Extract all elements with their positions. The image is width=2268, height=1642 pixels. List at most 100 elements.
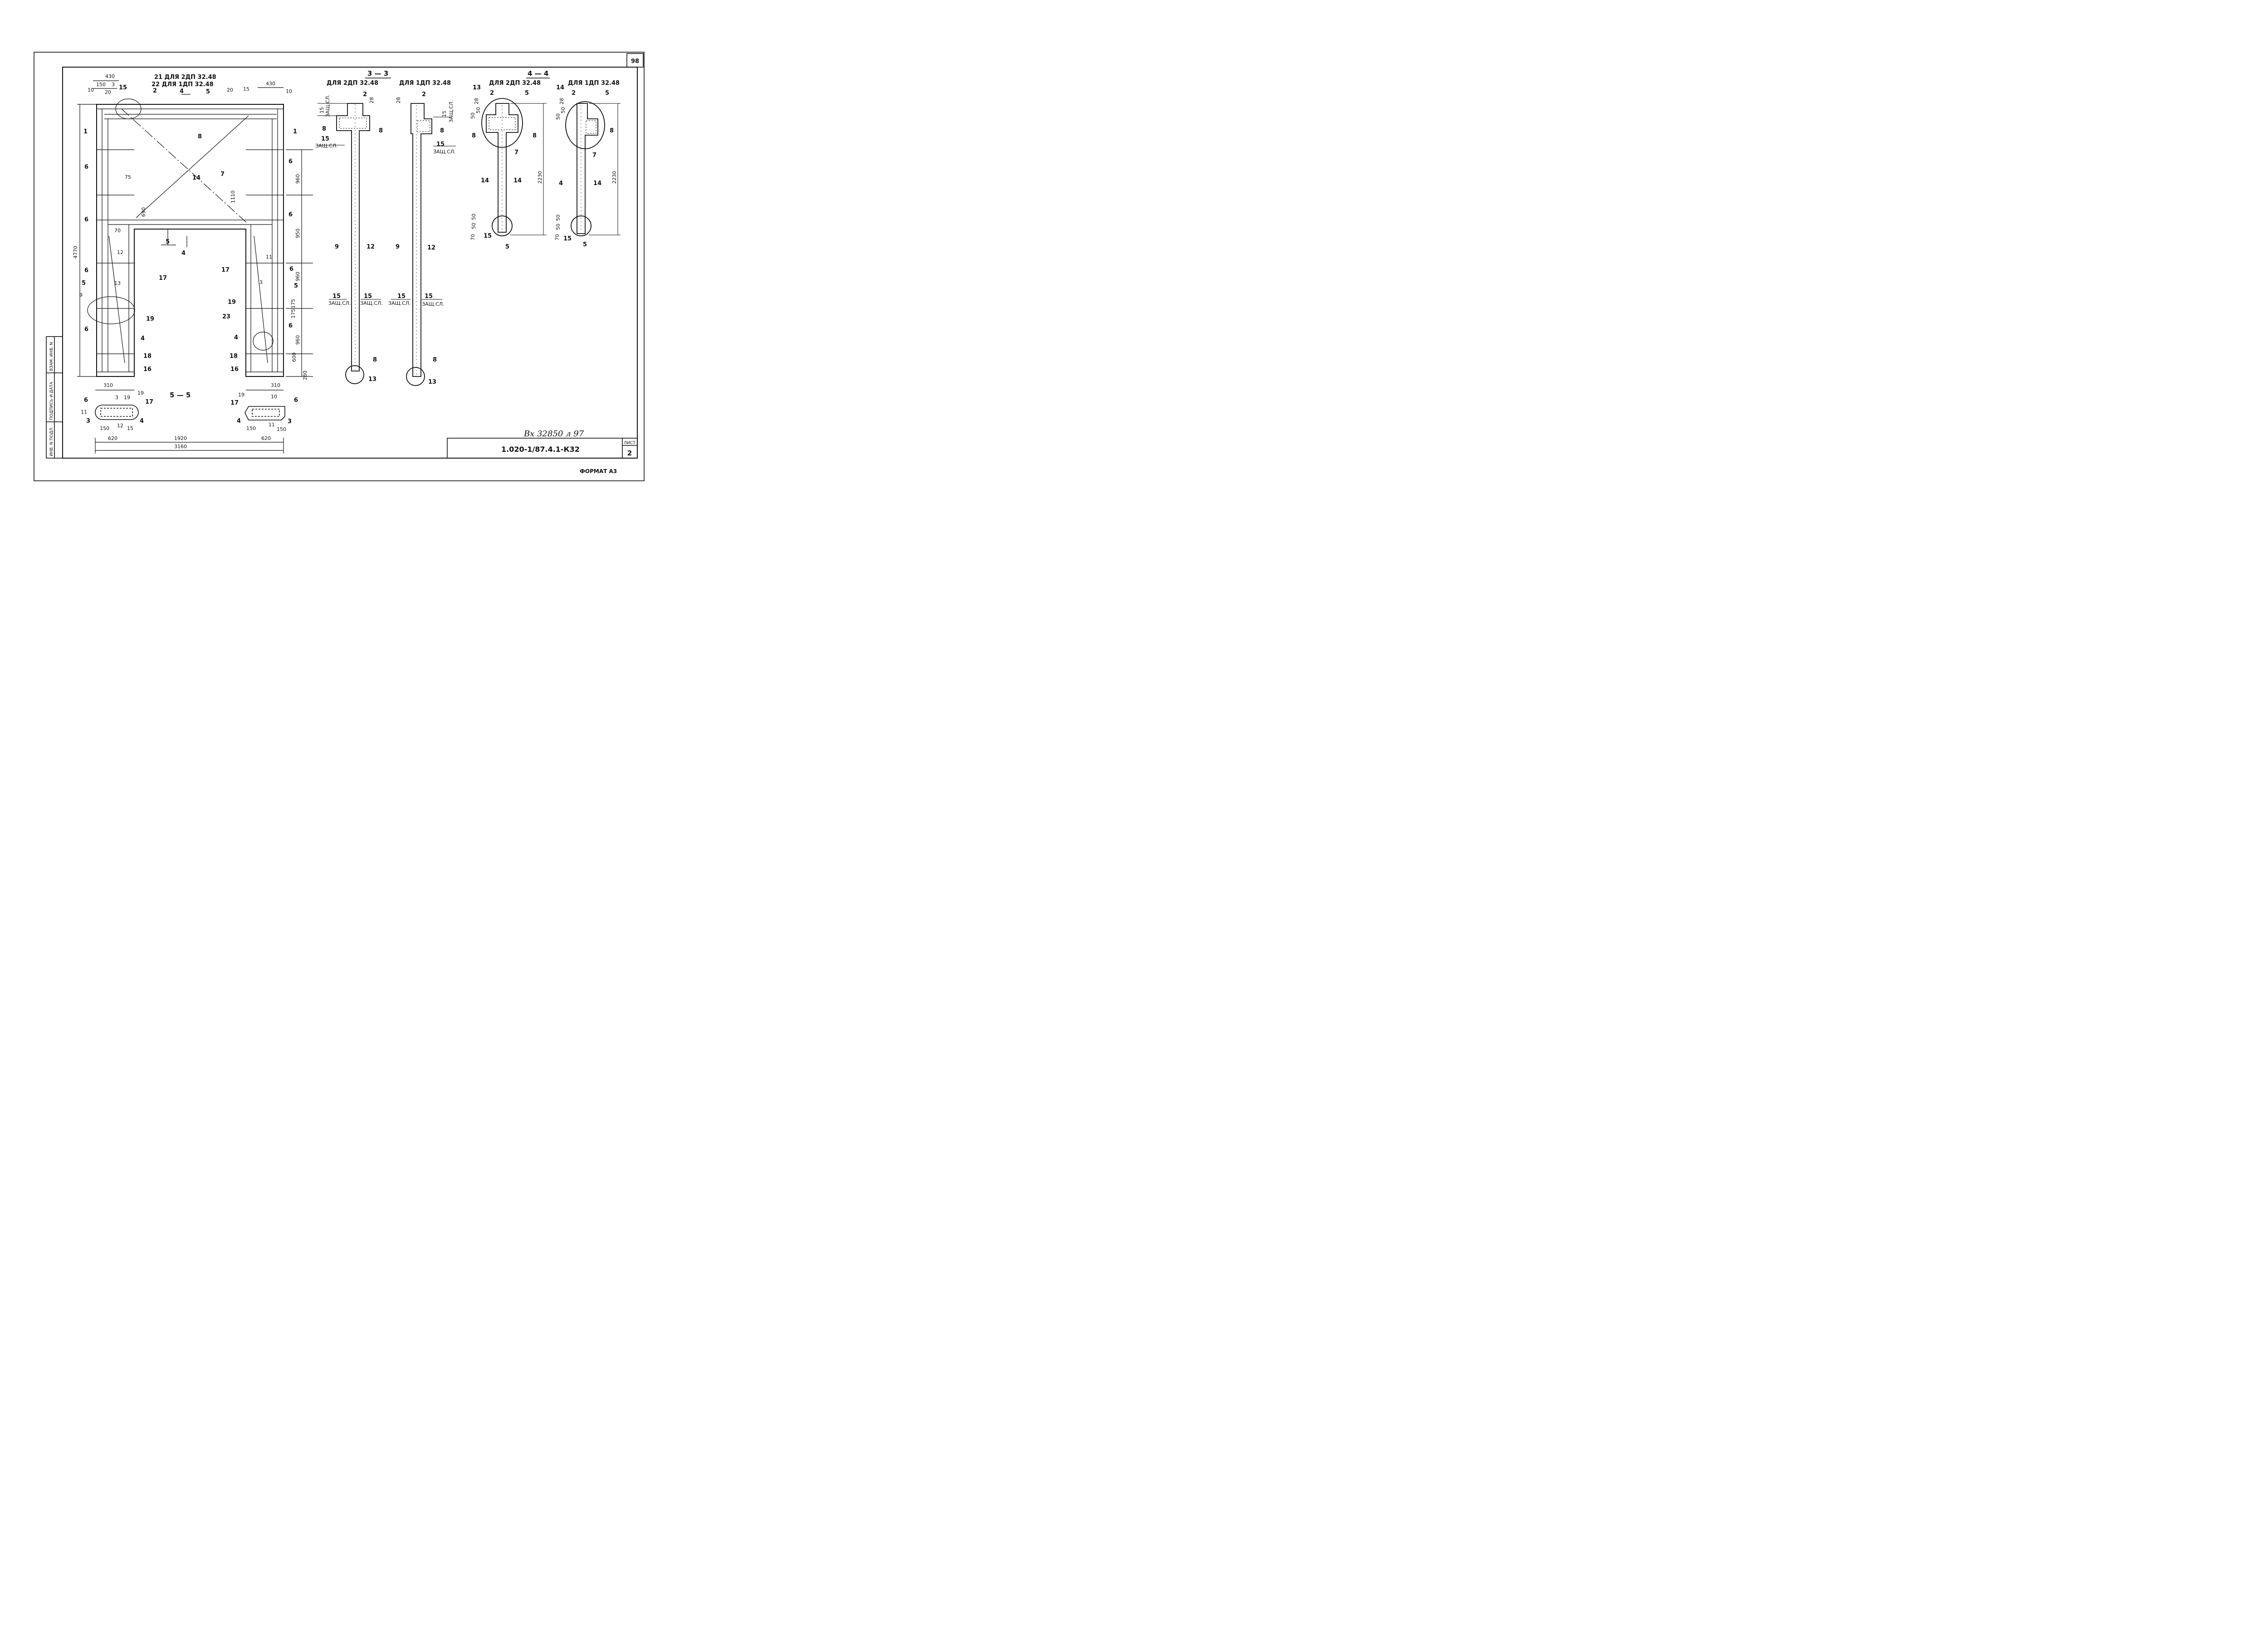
- s44b-dim-50-bottom-a: 50: [555, 215, 561, 221]
- mark-5-top: 5: [206, 88, 210, 95]
- mark-17-left: 17: [159, 275, 167, 282]
- designer-signature: Вх 32850 л 97: [523, 429, 584, 439]
- dim-150-left: 150: [96, 82, 106, 88]
- s33b-zash-right: ЗАЩ.СЛ.: [422, 301, 445, 307]
- drawing-sheet: 9 8 ФОРМАТ А3 Вх 32850 л 97 1.020-1/87.4.…: [34, 52, 645, 481]
- s44a-mark-2: 2: [490, 90, 494, 97]
- mark-5-left: 5: [82, 280, 86, 287]
- document-code: 1.020-1/87.4.1-К32: [501, 445, 580, 454]
- s44b-dim-15: 15: [563, 235, 572, 242]
- s44a-mark-14-left: 14: [481, 177, 489, 184]
- s44b-dim-2230: 2230: [611, 171, 617, 184]
- dim-690: 690: [141, 207, 147, 217]
- dim-960-b: 960: [295, 272, 301, 281]
- section-3-3: 3 — 3 ДЛЯ 2ДП 32.48 ДЛЯ 1ДП 32.48: [315, 69, 456, 386]
- s44b-dim-50b: 50: [560, 107, 566, 113]
- section-3-3-sub-a: ДЛЯ 2ДП 32.48: [327, 80, 378, 87]
- dim-3-left: 3: [112, 82, 115, 88]
- mark-16-left: 16: [143, 366, 152, 373]
- s33b-dim-15-left: 15: [397, 293, 406, 300]
- stamp-field-1: ИНВ. N ПОДЛ.: [49, 426, 54, 456]
- mark-13: 13: [114, 280, 121, 286]
- list-caption: ЛИСТ: [624, 441, 635, 445]
- s33b-dim-15b: 15: [436, 141, 445, 148]
- s44b-mark-4: 4: [559, 180, 563, 187]
- s44b-mark-14-right: 14: [593, 180, 601, 187]
- mark-8: 8: [198, 133, 202, 140]
- s44b-dim-50: 50: [555, 113, 561, 120]
- mark-4-right: 4: [234, 334, 238, 341]
- frame-elevation: 21 ДЛЯ 2ДП 32.48 22 ДЛЯ 1ДП 32.48 430 15…: [73, 73, 313, 454]
- dim-4770: 4770: [73, 246, 78, 259]
- mark-6-left-3: 6: [84, 267, 88, 274]
- s55-left-12: 12: [117, 423, 123, 429]
- s55-right-17: 17: [230, 400, 239, 406]
- s33a-mark-9: 9: [335, 244, 339, 250]
- dim-960-a: 960: [295, 174, 301, 184]
- mark-6-left-2: 6: [84, 216, 88, 223]
- mark-16-right: 16: [230, 366, 239, 373]
- mark-15-top: 15: [119, 84, 127, 91]
- dim-3160: 3160: [174, 444, 187, 450]
- s44b-dim-70: 70: [554, 234, 560, 240]
- s33a-mark-8-left: 8: [322, 126, 326, 132]
- dim-20-right: 20: [227, 87, 233, 93]
- mark-7: 7: [220, 171, 225, 178]
- s33a-zash-top: ЗАЩ.СЛ.: [325, 94, 331, 117]
- label-21: 21 ДЛЯ 2ДП 32.48: [154, 74, 216, 81]
- s44a-mark-8-right: 8: [533, 132, 537, 139]
- mark-18-right: 18: [230, 353, 238, 360]
- s44a-mark-14-right: 14: [513, 177, 522, 184]
- mark-5-right: 5: [294, 283, 298, 289]
- s44b-mark-2: 2: [572, 90, 576, 97]
- s44b-mark-8: 8: [610, 127, 614, 134]
- s33a-mark-8-right: 8: [379, 127, 383, 134]
- s33b-mark-13: 13: [428, 379, 436, 386]
- mark-4-top: 4: [180, 88, 184, 95]
- s55-right-6: 6: [294, 397, 298, 404]
- s55-left-3b: 3: [115, 395, 118, 401]
- s33a-dim-15-left: 15: [332, 293, 341, 300]
- mark-6-right-4: 6: [288, 323, 293, 329]
- mark-18-left: 18: [143, 353, 152, 360]
- mark-6-left-4: 6: [84, 326, 88, 333]
- s33a-dim-15b: 15: [321, 136, 329, 142]
- s33b-dim-15: 15: [441, 111, 447, 117]
- s33a-dim-15-right: 15: [364, 293, 372, 300]
- dim-600: 600: [291, 352, 297, 362]
- format-label: ФОРМАТ А3: [580, 468, 617, 474]
- s33a-mark-13: 13: [368, 376, 376, 383]
- s33a-zash-b: ЗАЩ.СЛ.: [315, 143, 338, 149]
- mark-11-right: 11: [266, 254, 272, 260]
- s55-left-19b: 19: [137, 390, 144, 396]
- s33a-dim-15: 15: [319, 107, 325, 113]
- section-3-3-sub-b: ДЛЯ 1ДП 32.48: [399, 80, 451, 87]
- dim-10-left: 10: [88, 87, 94, 93]
- mark-9: 9: [79, 292, 83, 298]
- dim-175-b: 175: [290, 309, 296, 318]
- stamp-field-3: ВЗАМ. ИНВ. N: [49, 342, 54, 371]
- mark-19-right: 19: [228, 299, 236, 306]
- mark-19-left: 19: [146, 316, 154, 323]
- outer-frame: [34, 52, 645, 481]
- s55-right-3: 3: [288, 418, 292, 425]
- s44a-dim-50-bottom-a: 50: [471, 214, 477, 220]
- s44b-dim-50-bottom-b: 50: [555, 224, 561, 230]
- mark-6-left-1: 6: [84, 164, 88, 171]
- section-4-4-sub-a: ДЛЯ 2ДП 32.48: [489, 80, 541, 87]
- dim-620-left: 620: [108, 435, 117, 441]
- s55-right-19: 19: [238, 392, 244, 398]
- s44a-mark-5: 5: [525, 90, 529, 97]
- mark-5-mid: 5: [166, 239, 170, 245]
- section-5-5-title: 5 — 5: [170, 391, 191, 399]
- mark-1-right: 1: [293, 128, 297, 135]
- page-number-box: [626, 53, 644, 68]
- dim-20-left: 20: [105, 89, 111, 95]
- s44a-mark-5-bottom: 5: [505, 244, 509, 250]
- s44a-dim-50: 50: [470, 112, 476, 119]
- inner-frame: [62, 67, 638, 459]
- s55-left-6: 6: [84, 397, 88, 404]
- mark-6-right-2: 6: [288, 211, 293, 218]
- s55-right-10: 10: [271, 394, 277, 400]
- section-5-5: 5 — 5 6 11 3 3 19 19 17 12 4 19 10 6 17 …: [81, 390, 298, 429]
